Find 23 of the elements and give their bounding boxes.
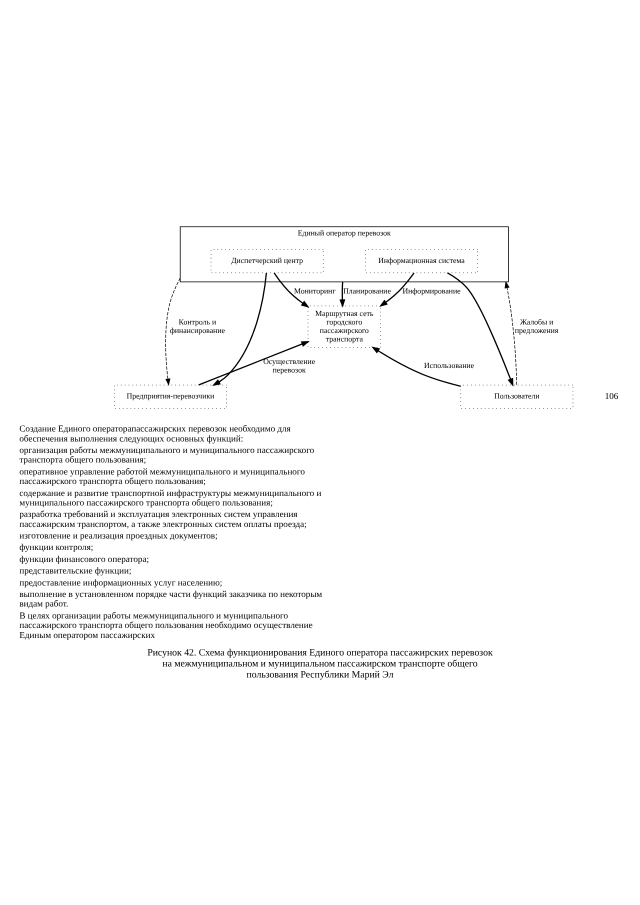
arrow [504, 280, 518, 386]
label: Создание Единого операторапассажирских перевозок необходимо для обеспечения выполнения следующих основных функций: [19, 424, 291, 444]
arrow [371, 346, 461, 387]
label: разработка требований и эксплуатация электронных систем управления пассажирским транспортом, а также электронных систем оплаты проезда; [19, 509, 307, 529]
label: функции финансового оператора; [19, 554, 150, 564]
arrow [274, 272, 310, 308]
label: предоставление информационных услуг населению; [19, 577, 222, 588]
label: 106 [604, 391, 618, 402]
caption: Рисунок 42. Схема функционирования Единого оператора пассажирских перевозок на межмуниципальном и муниципальном пассажирском транспорте общего пользования Республики Марий Эл [147, 648, 493, 681]
label: организация работы межмуниципального и муниципального пассажирского транспорта общего пользования; [19, 444, 314, 465]
label: изготовление и реализация проездных документов; [19, 530, 218, 541]
arrow [198, 341, 310, 386]
label: функции контроля; [19, 542, 94, 552]
label: выполнение в установленном порядке части функций заказчика по некоторым видам работ. [19, 588, 322, 609]
arrow [379, 272, 415, 307]
arrow [339, 282, 346, 308]
label: представительские функции; [19, 566, 132, 576]
arrow [212, 272, 268, 386]
arrow [447, 272, 514, 387]
arrow [165, 278, 181, 386]
label: содержание и развитие транспортной инфраструктуры межмуниципального и муниципального пассажирского транспорта общего пользования; [19, 488, 322, 508]
label: В целях организации работы межмуниципального и муниципального пассажирского транспорта общего пользования необходимо осуществление Единым оператором пассажирских [19, 610, 313, 640]
label: оперативное управление работой межмуниципального и муниципального пассажирского транспорта общего пользования; [19, 466, 305, 486]
